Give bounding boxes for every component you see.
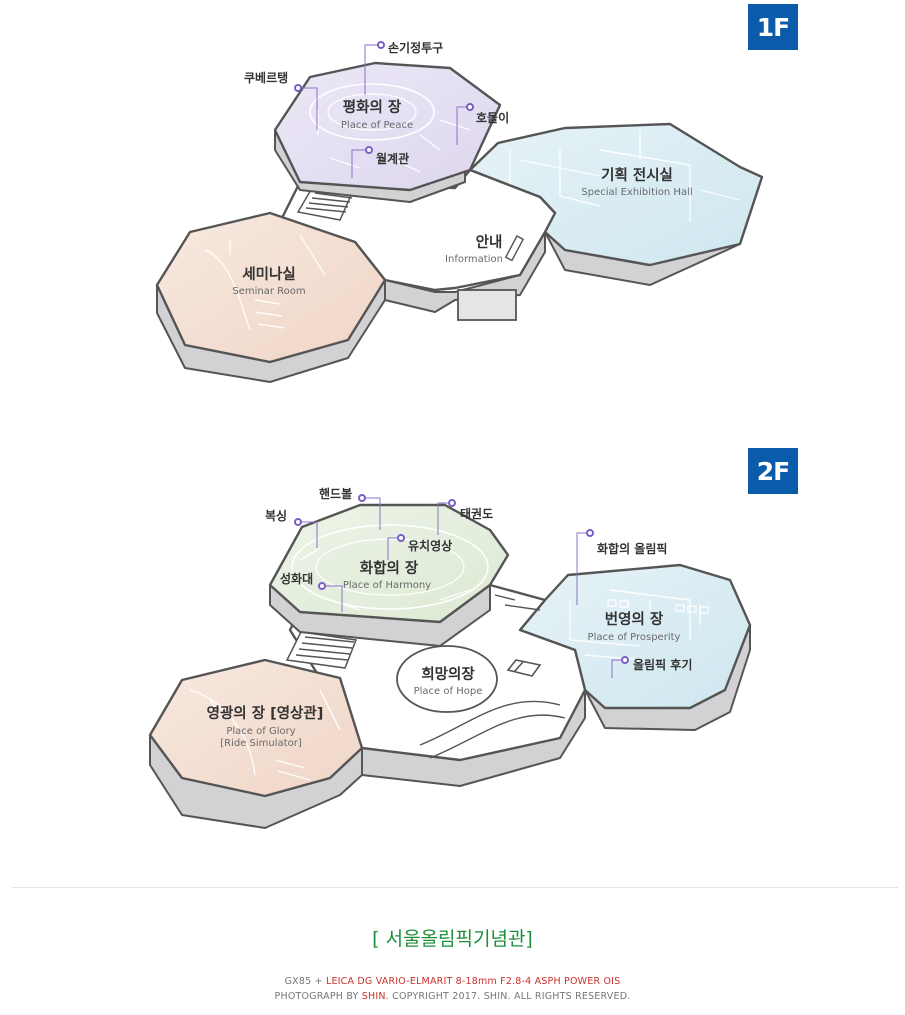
pin-wolgye[interactable]: 월계관 bbox=[351, 146, 409, 178]
room-place-of-peace[interactable] bbox=[273, 61, 502, 203]
seminar-title-en: Seminar Room bbox=[232, 286, 305, 297]
pin-torch-relay[interactable]: 성화대 bbox=[280, 571, 343, 612]
pin-boxing[interactable]: 복싱 bbox=[265, 508, 318, 548]
room-information[interactable] bbox=[280, 168, 557, 321]
glory-title-en-2: [Ride Simulator] bbox=[220, 738, 302, 749]
info-title-en: Information bbox=[445, 254, 503, 265]
exhibition-title-ko: 기획 전시실 bbox=[601, 166, 673, 184]
svg-text:쿠베르탱: 쿠베르탱 bbox=[244, 70, 288, 85]
pin-hodori[interactable]: 호돌이 bbox=[456, 103, 509, 145]
hope-title-en: Place of Hope bbox=[414, 686, 483, 697]
peace-title-ko: 평화의 장 bbox=[343, 98, 402, 116]
svg-text:태권도: 태권도 bbox=[460, 506, 493, 521]
footer-divider bbox=[12, 887, 898, 888]
photo-prefix: PHOTOGRAPH BY bbox=[274, 991, 362, 1002]
seminar-title-ko: 세미나실 bbox=[242, 266, 295, 283]
pin-olympic-harmony[interactable]: 화합의 올림픽 bbox=[576, 529, 667, 605]
glory-title-en-1: Place of Glory bbox=[226, 726, 295, 737]
room-place-of-glory[interactable] bbox=[148, 658, 364, 829]
harmony-title-en: Place of Harmony bbox=[343, 580, 431, 591]
pin-torch[interactable]: 손기정투구 bbox=[364, 40, 443, 95]
svg-text:성화대: 성화대 bbox=[280, 571, 313, 586]
peace-title-en: Place of Peace bbox=[341, 120, 413, 131]
pin-youth[interactable]: 유치영상 bbox=[387, 534, 452, 560]
pin-coubertin[interactable]: 쿠베르탱 bbox=[244, 70, 318, 130]
prosperity-title-en: Place of Prosperity bbox=[588, 632, 681, 643]
footer-title: [ 서울올림픽기념관] bbox=[372, 928, 533, 950]
room-seminar[interactable] bbox=[155, 211, 387, 383]
svg-text:화합의 올림픽: 화합의 올림픽 bbox=[597, 541, 667, 556]
svg-text:호돌이: 호돌이 bbox=[476, 110, 509, 125]
pin-taekwondo[interactable]: 태권도 bbox=[437, 499, 493, 535]
svg-text:유치영상: 유치영상 bbox=[408, 538, 452, 553]
pin-handball[interactable]: 핸드볼 bbox=[319, 486, 381, 530]
lens-name: LEICA DG VARIO-ELMARIT 8-18mm F2.8-4 ASP… bbox=[325, 976, 621, 987]
info-title-ko: 안내 bbox=[476, 233, 503, 251]
glory-title-ko: 영광의 장 [영상관] bbox=[207, 704, 324, 722]
hope-title-ko: 희망의장 bbox=[421, 665, 475, 683]
camera-info: GX85 + LEICA DG VARIO-ELMARIT 8-18mm F2.… bbox=[0, 976, 905, 987]
copyright-info: PHOTOGRAPH BY SHIN. COPYRIGHT 2017. SHIN… bbox=[0, 991, 905, 1002]
room-place-of-harmony[interactable] bbox=[268, 503, 510, 647]
svg-text:올림픽 후기: 올림픽 후기 bbox=[633, 657, 692, 672]
svg-text:손기정투구: 손기정투구 bbox=[388, 40, 443, 55]
prosperity-title-ko: 번영의 장 bbox=[605, 610, 664, 628]
camera-prefix: GX85 + bbox=[284, 976, 326, 987]
svg-text:월계관: 월계관 bbox=[376, 151, 409, 166]
author-name: SHIN bbox=[361, 991, 386, 1002]
svg-text:복싱: 복싱 bbox=[265, 508, 287, 523]
copyright-text: . COPYRIGHT 2017. SHIN. ALL RIGHTS RESER… bbox=[385, 991, 631, 1002]
floor-1f-badge[interactable]: 1F bbox=[748, 4, 798, 50]
floor-1f-map: 평화의 장 Place of Peace 기획 전시실 Special Exhi… bbox=[155, 40, 764, 383]
svg-text:핸드볼: 핸드볼 bbox=[319, 486, 352, 501]
floor-2f-map: 화합의 장 Place of Harmony 번영의 장 Place of Pr… bbox=[148, 486, 752, 829]
floor-2f-badge[interactable]: 2F bbox=[748, 448, 798, 494]
harmony-title-ko: 화합의 장 bbox=[360, 559, 419, 577]
exhibition-title-en: Special Exhibition Hall bbox=[581, 187, 692, 198]
pin-olympic-legacy[interactable]: 올림픽 후기 bbox=[611, 656, 692, 678]
